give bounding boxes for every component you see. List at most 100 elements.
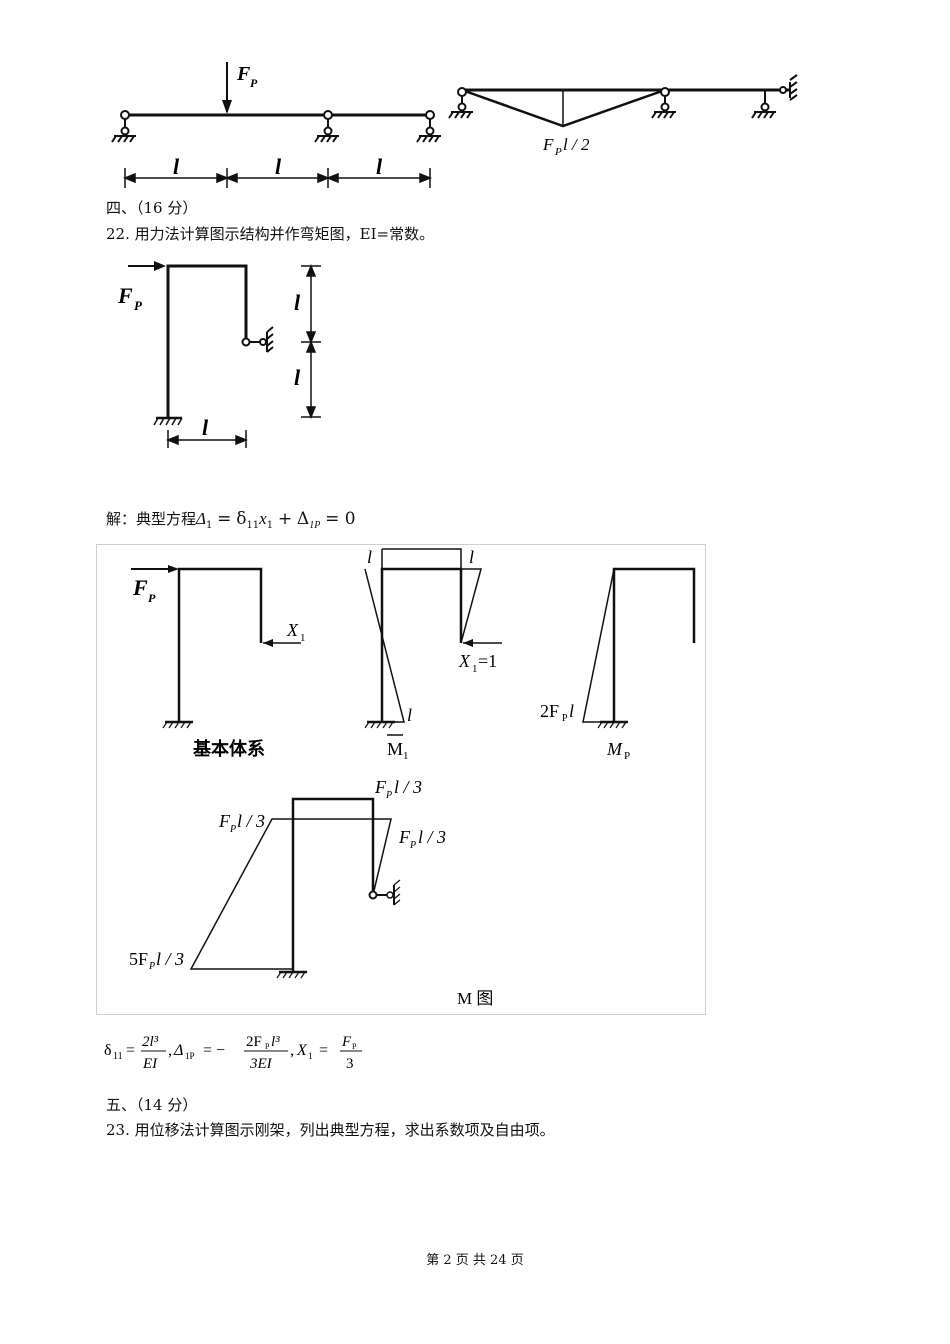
mp-value: 2F xyxy=(540,701,559,721)
section-5-heading: 五、（14 分） xyxy=(106,1096,198,1114)
comma-2: , xyxy=(290,1042,294,1059)
link-support xyxy=(241,326,274,353)
m-diagram: F P l / 3 F P l / 3 F P l / 3 5F P l / 3… xyxy=(129,777,493,1008)
m-bottom-rest: l / 3 xyxy=(156,949,184,969)
basic-system-label: 基本体系 xyxy=(192,738,265,759)
height-label-2: l xyxy=(294,365,301,390)
d1p-num: 2F xyxy=(246,1034,262,1050)
d11-sub: 11 xyxy=(113,1051,123,1062)
m1-l-right: l xyxy=(469,547,474,567)
width-dimension xyxy=(165,430,249,448)
m1-label: M xyxy=(387,739,403,759)
beam-figure: F P l l l F P l / 2 xyxy=(111,62,798,188)
d1p-num-sub: P xyxy=(265,1042,270,1051)
delta-1: Δ xyxy=(196,509,206,528)
x1-lhs: X xyxy=(296,1042,308,1059)
d1p-sub: 1P xyxy=(185,1051,195,1061)
m1-l-left: l xyxy=(367,547,372,567)
d1p-den: 3EI xyxy=(249,1056,273,1072)
question-22: 22. 用力法计算图示结构并作弯矩图，EI=常数。 xyxy=(106,225,435,243)
pin-support-1 xyxy=(111,110,136,143)
height-dimension xyxy=(301,263,321,420)
load-sub: P xyxy=(134,298,143,313)
m1-x-rest: =1 xyxy=(478,651,497,671)
m-right-sub: P xyxy=(409,840,416,851)
x1-num-sub: P xyxy=(352,1042,357,1051)
m1-sub: 1 xyxy=(403,750,409,762)
pin-support-6 xyxy=(751,90,776,119)
basic-load: F xyxy=(132,575,148,600)
eq-3: = xyxy=(319,1042,328,1059)
pin-support-5 xyxy=(651,87,676,119)
moment-rest: l / 2 xyxy=(563,135,590,154)
solution-panel: F P X 1 基本体系 l l l X 1 =1 M 1 xyxy=(96,544,706,1015)
x1-den: 3 xyxy=(346,1056,354,1072)
pin-support-3 xyxy=(416,110,441,143)
basic-system-diagram: F P X 1 基本体系 xyxy=(131,565,306,759)
small-delta: δ xyxy=(236,509,247,529)
span-label-2: l xyxy=(275,154,282,179)
m-top-sub: P xyxy=(385,790,392,801)
d11-num: 2l³ xyxy=(142,1034,159,1050)
question-23: 23. 用位移法计算图示刚架，列出典型方程，求出系数项及自由项。 xyxy=(106,1121,555,1139)
load-label: F xyxy=(236,63,251,85)
page-footer: 第 2 页 共 24 页 xyxy=(426,1253,524,1268)
m-bottom-sub: P xyxy=(148,961,155,972)
load-arrow xyxy=(154,261,166,271)
solution-prefix: 解：典型方程 xyxy=(106,510,197,528)
comma-1: , xyxy=(168,1042,172,1059)
mp-sub: P xyxy=(624,750,630,762)
plus-sign: + xyxy=(277,509,293,529)
eq-1: = xyxy=(126,1042,135,1059)
solution-line: 解：典型方程Δ1 = δ11x1 + Δ1P = 0 xyxy=(106,509,356,536)
small-delta-sub: 11 xyxy=(246,520,260,531)
m1-x-sub: 1 xyxy=(472,663,478,675)
x-sub: 1 xyxy=(266,520,274,531)
m-right-rest: l / 3 xyxy=(418,827,446,847)
load-sub: P xyxy=(250,76,258,90)
d11-den: EI xyxy=(142,1056,158,1072)
delta-1p: Δ xyxy=(296,509,310,529)
x1-num: F xyxy=(341,1034,352,1050)
m-left-rest: l / 3 xyxy=(237,811,265,831)
m-diagram-label: M 图 xyxy=(457,989,493,1008)
equation-tail: = 0 xyxy=(325,509,356,529)
frame-figure: F P l l l xyxy=(117,261,321,448)
x-var: x xyxy=(259,509,267,528)
dimension-line xyxy=(122,168,433,188)
m-top-label: F xyxy=(374,777,387,797)
d1p-lhs: Δ xyxy=(173,1042,183,1059)
m-left-label: F xyxy=(218,811,231,831)
m-right-label: F xyxy=(398,827,411,847)
mp-label: M xyxy=(606,739,623,759)
pin-support-2 xyxy=(314,110,339,143)
d11-lhs: δ xyxy=(104,1042,112,1059)
mp-value-rest: l xyxy=(569,701,574,721)
delta-1p-sub: 1P xyxy=(309,520,321,531)
equals-sign: = xyxy=(217,509,232,529)
m1-diagram: l l l X 1 =1 M 1 xyxy=(364,547,502,762)
m1-x: X xyxy=(458,651,471,671)
eq-2: = − xyxy=(203,1042,225,1059)
load-label: F xyxy=(117,283,133,308)
mp-diagram: 2F P l M P xyxy=(540,567,696,762)
moment-sub: P xyxy=(554,146,562,158)
delta-1-sub: 1 xyxy=(206,520,213,531)
moment-label: F xyxy=(542,135,554,154)
clamp-support xyxy=(779,74,798,101)
basic-x-sub: 1 xyxy=(300,632,306,644)
m-top-rest: l / 3 xyxy=(394,777,422,797)
fixed-support xyxy=(153,416,183,426)
solution-diagrams: F P X 1 基本体系 l l l X 1 =1 M 1 xyxy=(129,547,696,1008)
mp-value-sub: P xyxy=(562,713,568,724)
height-label-1: l xyxy=(294,290,301,315)
results-formula: δ 11 = 2l³ EI , Δ 1P = − 2F P l³ 3EI , X… xyxy=(104,1034,362,1072)
frame xyxy=(166,264,248,417)
width-label: l xyxy=(202,415,209,440)
d1p-num-rest: l³ xyxy=(271,1034,280,1050)
pin-support-4 xyxy=(448,87,473,119)
m-left-sub: P xyxy=(229,824,236,835)
basic-x: X xyxy=(286,620,299,640)
m-bottom-label: 5F xyxy=(129,949,148,969)
x1-sub: 1 xyxy=(308,1051,313,1061)
